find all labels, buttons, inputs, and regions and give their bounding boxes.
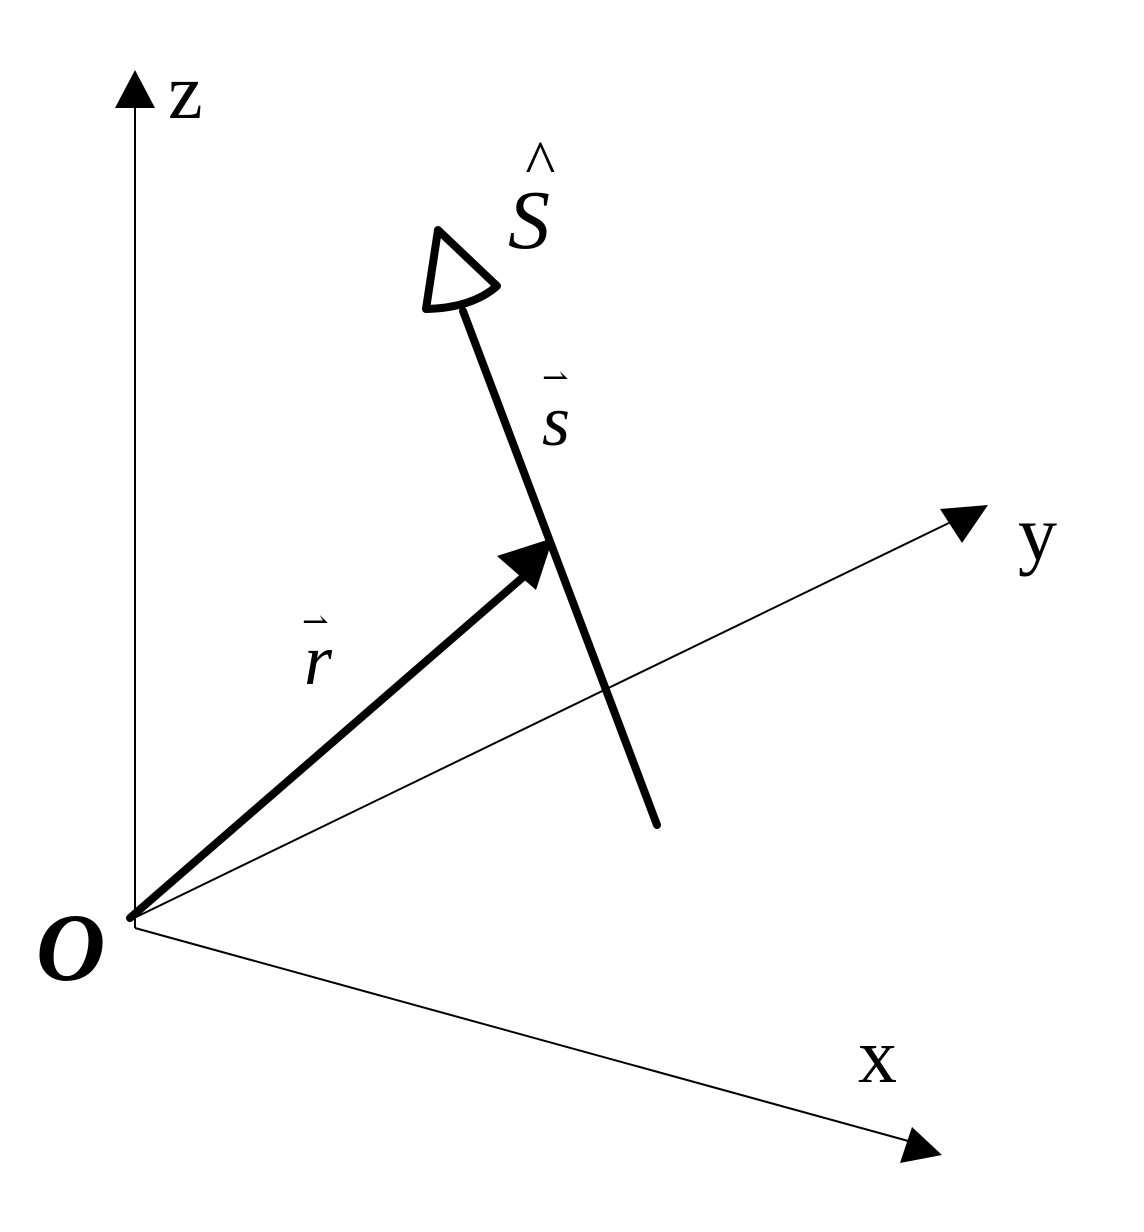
- r-vector-arrow-glyph: ⇀: [302, 603, 329, 639]
- origin-label: O: [36, 894, 105, 1001]
- s-line: [459, 307, 661, 829]
- r-vector-arrowhead: [497, 538, 553, 590]
- s-vector-arrow-glyph: ⇀: [542, 359, 569, 395]
- s-vector-label: s: [542, 381, 570, 461]
- x-axis-arrowhead: [900, 1127, 942, 1163]
- z-axis-arrowhead: [115, 70, 155, 108]
- y-axis-arrowhead: [940, 505, 988, 543]
- x-axis-label: x: [858, 1012, 897, 1099]
- x-axis: [134, 927, 942, 1163]
- z-axis: [115, 70, 155, 928]
- r-vector-line: [126, 574, 526, 922]
- y-axis-label: y: [1018, 490, 1057, 577]
- y-axis-line: [129, 519, 956, 921]
- y-axis: [129, 505, 988, 921]
- r-vector-label: r: [304, 620, 333, 700]
- x-axis-line: [134, 927, 913, 1143]
- sensor-cone: [422, 226, 501, 313]
- sensor-label: S: [508, 174, 550, 267]
- r-vector: [126, 538, 553, 922]
- z-axis-label: z: [168, 48, 203, 135]
- sensor-hat-glyph: ^: [524, 127, 555, 198]
